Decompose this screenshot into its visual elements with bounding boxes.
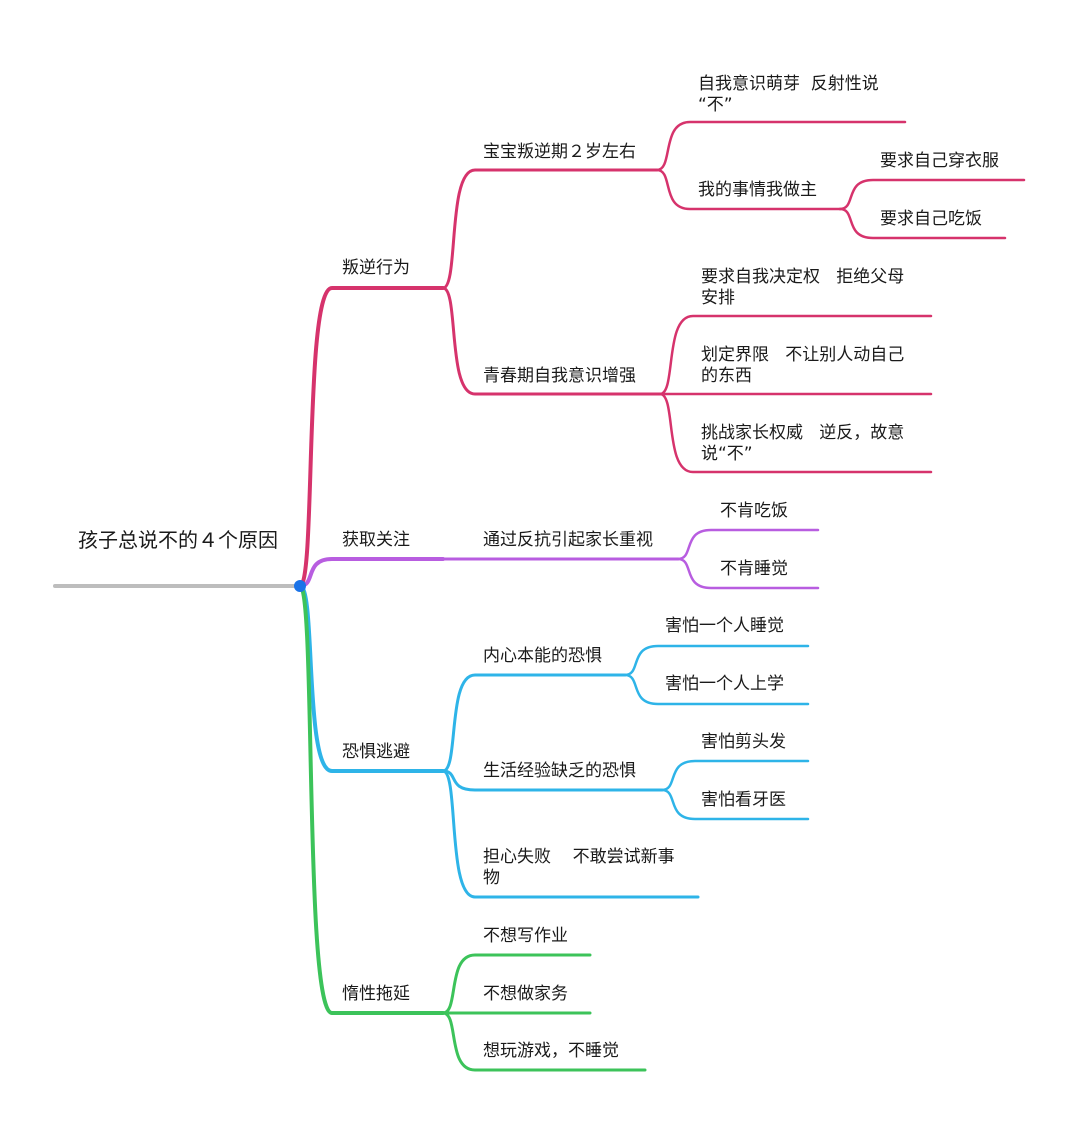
edge-adolescence xyxy=(441,286,662,396)
edge-dentist xyxy=(660,788,810,821)
edge-inexperience-fear xyxy=(441,769,664,792)
edge-instinct-fear xyxy=(441,673,627,773)
edge-rebellion xyxy=(298,286,445,588)
edge-fear-failure xyxy=(441,769,700,899)
edge-refuse-eat xyxy=(676,528,820,561)
leaf-dress-self[interactable]: 要求自己穿衣服 xyxy=(880,151,999,171)
leaf-school-alone[interactable]: 害怕一个人上学 xyxy=(665,674,784,694)
topic-procrastination[interactable]: 惰性拖延 xyxy=(342,984,410,1004)
leaf-dentist[interactable]: 害怕看牙医 xyxy=(701,790,786,810)
topic-rebellion[interactable]: 叛逆行为 xyxy=(342,258,410,278)
leaf-self-determination[interactable]: 要求自我决定权 拒绝父母 安排 xyxy=(701,267,905,308)
leaf-self-awareness-sprout[interactable]: 自我意识萌芽 反射性说 “不” xyxy=(698,74,879,115)
leaf-haircut[interactable]: 害怕剪头发 xyxy=(701,732,786,752)
topic-fear-avoidance[interactable]: 恐惧逃避 xyxy=(342,742,410,762)
leaf-no-chores[interactable]: 不想做家务 xyxy=(483,984,568,1004)
root-topic[interactable]: 孩子总说不的４个原因 xyxy=(78,528,278,552)
edge-dress-self xyxy=(838,178,1026,211)
edge-my-decision xyxy=(655,168,842,211)
edge-haircut xyxy=(660,759,810,792)
edge-school-alone xyxy=(623,673,810,706)
root-node-dot[interactable] xyxy=(294,580,306,592)
edge-self-awareness xyxy=(655,120,907,172)
subtopic-adolescence[interactable]: 青春期自我意识增强 xyxy=(483,366,636,386)
edge-attention xyxy=(298,557,445,588)
leaf-challenge-authority[interactable]: 挑战家长权威 逆反，故意 说“不” xyxy=(701,423,905,464)
subtopic-my-decision[interactable]: 我的事情我做主 xyxy=(698,180,817,200)
subtopic-instinctive-fear[interactable]: 内心本能的恐惧 xyxy=(483,646,602,666)
edge-procrastination xyxy=(298,584,445,1015)
leaf-refuse-eat[interactable]: 不肯吃饭 xyxy=(720,501,788,521)
edge-games xyxy=(441,1011,647,1072)
leaf-play-games-no-sleep[interactable]: 想玩游戏，不睡觉 xyxy=(483,1041,619,1061)
leaf-set-boundaries[interactable]: 划定界限 不让别人动自己 的东西 xyxy=(701,345,905,386)
subtopic-fear-of-failure[interactable]: 担心失败 不敢尝试新事 物 xyxy=(483,847,675,888)
edge-feed-self xyxy=(838,207,1007,240)
edge-homework xyxy=(441,953,592,1015)
leaf-sleep-alone[interactable]: 害怕一个人睡觉 xyxy=(665,616,784,636)
leaf-refuse-sleep[interactable]: 不肯睡觉 xyxy=(720,559,788,579)
edge-sleep-alone xyxy=(623,644,810,677)
leaf-feed-self[interactable]: 要求自己吃饭 xyxy=(880,209,982,229)
subtopic-inexperience-fear[interactable]: 生活经验缺乏的恐惧 xyxy=(483,761,636,781)
edge-self-determination xyxy=(658,314,933,396)
topic-seek-attention[interactable]: 获取关注 xyxy=(342,530,410,550)
edge-refuse-sleep xyxy=(676,557,820,590)
subtopic-toddler-rebellion[interactable]: 宝宝叛逆期２岁左右 xyxy=(483,142,636,162)
subtopic-resist-for-attention[interactable]: 通过反抗引起家长重视 xyxy=(483,530,653,550)
edge-toddler xyxy=(441,168,659,290)
edge-challenge-authority xyxy=(658,392,933,474)
leaf-no-homework[interactable]: 不想写作业 xyxy=(483,926,568,946)
